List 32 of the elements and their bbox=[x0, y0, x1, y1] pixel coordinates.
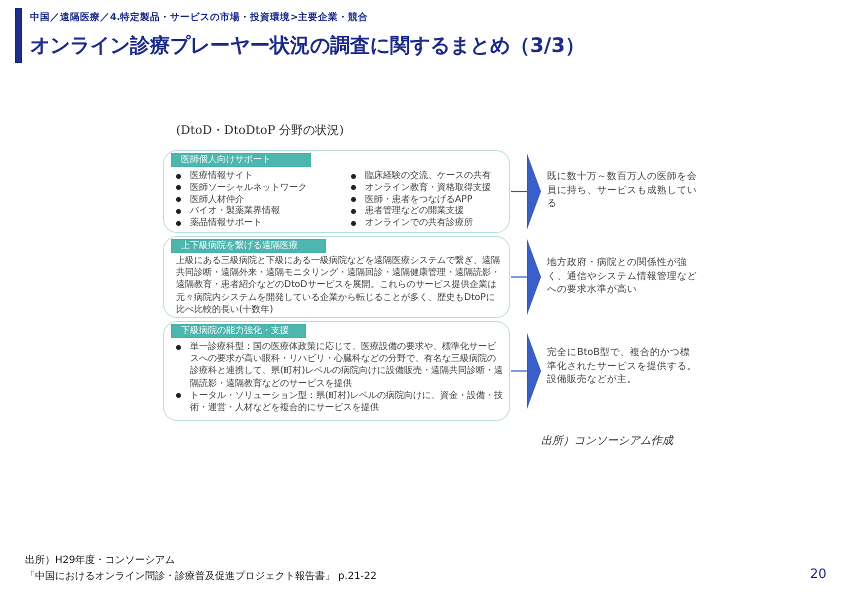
bullet-item: 臨床経験の交流、ケースの共有 bbox=[349, 170, 491, 182]
description-text: 完全にBtoB型で、複合的かつ標準化されたサービスを提供する。設備販売などが主。 bbox=[547, 346, 697, 386]
panel-text: 上級にある三級病院と下級にある一級病院などを遠隔医療システムで繋ぎ、遠隔共同診断・遠隔外来・遠隔モニタリング・遠隔回診・遠隔健康管理・遠隔読影・遠隔教育・患者紹介などのDtoDサービスを展開。これらのサービス提供企業は元々病院内システムを開発している企業から転じることが多く、歴史もDtoPに比べ比較的長い(十数年) bbox=[176, 255, 501, 316]
bullet-item: オンラインでの共有診療所 bbox=[349, 217, 473, 229]
bullet-item: トータル・ソリューション型：県(町村)レベルの病院向けに、資金・設備・技術・運営・人材などを複合的にサービスを提供 bbox=[174, 390, 504, 414]
source-text: 出所）H29年度・コンソーシアム bbox=[25, 554, 176, 567]
bullet-item: 医師・患者をつなげるAPP bbox=[349, 194, 472, 206]
panel-heading: 上下級病院を繋げる遠隔医療 bbox=[171, 239, 326, 253]
bullet-item: 単一診療科型：国の医療体政策に応じて、医療設備の要求や、標準化サービスへの要求が高い眼科・リハビリ・心臓科などの分野で、有名な三級病院の診療科と連携して、県(町村)レベルの病院向けに設備販売・遠隔共同診断・遠隔読影・遠隔教育などのサービスを提供 bbox=[174, 341, 504, 390]
page-title: オンライン診療プレーヤー状況の調査に関するまとめ（3/3） bbox=[30, 32, 586, 59]
bullet-item: 薬品情報サポート bbox=[174, 217, 262, 229]
bullet-item: 医師人材仲介 bbox=[174, 194, 244, 206]
breadcrumb: 中国／遠隔医療／4.特定製品・サービスの市場・投資環境>主要企業・競合 bbox=[30, 11, 368, 24]
source-note: 出所）コンソーシアム作成 bbox=[541, 433, 673, 448]
source-text: 「中国におけるオンライン問診・診療普及促進プロジェクト報告書」 p.21-22 bbox=[25, 570, 377, 583]
rounded-panel bbox=[163, 236, 510, 318]
bullet-item: 医師ソーシャルネットワーク bbox=[174, 182, 307, 194]
description-text: 既に数十万～数百万人の医師を会員に持ち、サービスも成熟している bbox=[547, 170, 697, 210]
page-number: 20 bbox=[810, 567, 827, 582]
rounded-panel bbox=[163, 321, 510, 421]
rounded-panel bbox=[163, 150, 510, 233]
chevron-arrow bbox=[511, 154, 541, 230]
bullet-item: 医療情報サイト bbox=[174, 170, 253, 182]
chevron-arrow bbox=[511, 239, 541, 315]
bullet-item: オンライン教育・資格取得支援 bbox=[349, 182, 491, 194]
figure-heading: (DtoD・DtoDtoP 分野の状況) bbox=[176, 122, 344, 139]
bullet-item: 患者管理などの開業支援 bbox=[349, 205, 464, 218]
bullet-item: バイオ・製薬業界情報 bbox=[174, 205, 280, 218]
panel-heading: 医師個人向けサポート bbox=[171, 153, 311, 167]
panel-heading: 下級病院の能力強化・支援 bbox=[171, 324, 306, 338]
chevron-arrow bbox=[511, 333, 541, 409]
description-text: 地方政府・病院との関係性が強く、通信やシステム情報管理などへの要求水準が高い bbox=[547, 256, 697, 296]
